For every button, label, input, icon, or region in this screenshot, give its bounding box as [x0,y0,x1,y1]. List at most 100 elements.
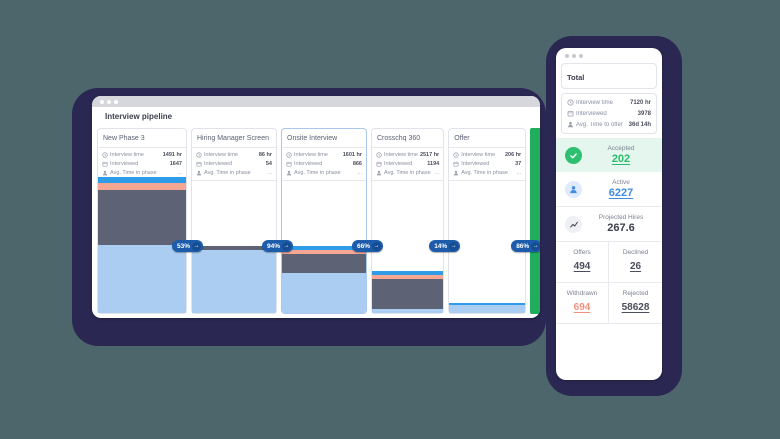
check-icon [565,146,582,164]
stat-label: Interviewed [384,160,413,167]
projected-label: Projected Hires [598,214,644,221]
column-header[interactable]: Onsite Interview [282,129,366,148]
pipeline-columns: New Phase 3 Interview time 1491 hr Inter… [97,128,540,314]
funnel-segment-blue [449,303,526,305]
window-dot-icon [579,54,583,58]
stat-label: Avg. Time to offer [576,121,623,128]
hired-bar [530,128,540,314]
stat-label: Interview time [110,151,144,158]
column-header[interactable]: Hiring Manager Screen [192,129,276,148]
funnel-segment-blue [98,177,186,183]
stat-row: Avg. Time in phase ... [453,168,521,177]
funnel-segment-lightblue [372,309,444,313]
withdrawn-value[interactable]: 694 [573,302,591,313]
stat-value: ... [357,169,362,176]
stat-value: 54 [265,160,272,167]
stat-label: Interviewed [204,160,233,167]
stat-value: 1491 hr [162,151,182,158]
stat-label: Interviewed [294,160,323,167]
clock-icon [376,151,382,158]
arrow-right-icon: → [282,241,291,251]
arrow-right-icon: → [192,241,201,251]
withdrawn-label: Withdrawn [566,290,598,297]
stat-value: 7120 hr [629,99,651,106]
line-chart-icon [565,215,582,233]
conversion-value: 86% [516,242,530,250]
calendar-icon [567,110,574,117]
pipeline-window: Interview pipeline New Phase 3 Interview… [92,96,540,318]
pipeline-column-onsite-interview: Onsite Interview Interview time 1601 hr … [281,128,383,314]
declined-cell: Declined 26 [609,242,662,283]
stat-value: 36d 14h [628,121,651,128]
person-icon [567,121,574,128]
conversion-badge[interactable]: 53% → [171,240,203,252]
totals-panel: Total Interview time 7120 hr Interviewed… [556,48,662,380]
window-dot-icon [572,54,576,58]
calendar-icon [376,161,382,167]
calendar-icon [196,161,202,167]
stat-label: Avg. Time in phase [110,169,157,176]
stat-value: 206 hr [504,151,522,158]
clock-icon [196,151,202,158]
conversion-badge[interactable]: 14% → [429,240,461,252]
stat-value: ... [516,169,522,176]
stat-label: Interview time [576,99,614,106]
person-icon [102,170,108,176]
column-title: New Phase 3 [103,134,145,142]
stat-label: Interviewed [461,160,490,167]
window-dot-icon [114,99,118,104]
offers-value[interactable]: 494 [573,261,591,272]
column-stats: Interview time 1601 hr Interviewed 866 A… [282,148,366,181]
funnel-segment-lightblue [192,248,276,313]
person-icon [376,170,382,176]
stat-label: Avg. Time in phase [461,169,508,176]
stat-row: Interview time 206 hr [453,150,521,159]
funnel-segment-blue [372,271,444,275]
stat-row: Interviewed 1647 [102,159,182,168]
arrow-right-icon: → [372,241,381,251]
stat-label: Interviewed [110,160,139,167]
conversion-value: 66% [356,242,370,250]
stat-row: Avg. Time in phase ... [286,168,362,177]
stat-value: 1194 [427,160,440,167]
clock-icon [286,151,292,158]
funnel-bar-stack [449,303,526,313]
outcomes-grid: Offers 494 Declined 26 Withdrawn 694 Rej… [556,241,662,324]
column-stats: Interview time 86 hr Interviewed 54 Avg.… [192,148,276,181]
stat-value: 3978 [637,110,651,117]
funnel-bar-stack [98,177,186,313]
stat-value: ... [177,169,182,176]
conversion-badge[interactable]: 86% → [511,240,540,252]
projected-hires-section: Projected Hires 267.6 [556,206,662,241]
column-title: Onsite Interview [287,134,338,142]
person-icon [565,180,582,198]
stat-value: 37 [515,160,522,167]
pipeline-column-hiring-manager-screen: Hiring Manager Screen Interview time 86 … [188,128,293,314]
active-value[interactable]: 6227 [608,187,634,199]
window-dot-icon [100,99,104,104]
funnel-segment-dark [98,190,186,245]
column-header[interactable]: New Phase 3 [98,129,186,148]
rejected-value[interactable]: 58628 [621,302,650,313]
conversion-value: 53% [176,242,190,250]
accepted-value[interactable]: 202 [611,153,631,165]
stat-label: Interviewed [576,110,607,117]
rejected-cell: Rejected 58628 [609,283,662,324]
window-dot-icon [107,99,111,104]
declined-value[interactable]: 26 [629,261,642,272]
conversion-badge[interactable]: 94% → [261,240,293,252]
funnel-segment-blue [282,246,366,250]
active-section: Active 6227 [556,172,662,206]
funnel-segment-salmon [372,275,444,279]
declined-label: Declined [622,249,649,256]
conversion-badge[interactable]: 66% → [351,240,383,252]
clock-icon [567,99,574,106]
person-icon [196,170,202,176]
funnel-bar-stack [282,246,366,313]
arrow-right-icon: → [531,241,540,251]
stat-row: Avg. Time in phase ... [196,168,272,177]
column-header[interactable]: Offer [449,129,526,148]
stat-row: Interviewed 1194 [376,159,439,168]
column-header[interactable]: Crosschq 360 [372,129,444,148]
funnel-segment-dark [282,254,366,273]
